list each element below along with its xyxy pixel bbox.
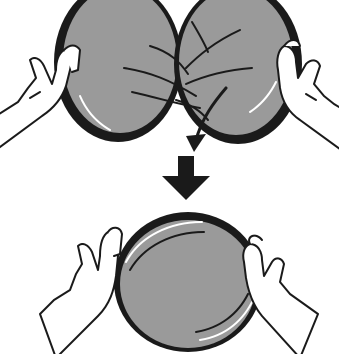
folded-reflector-disc [114,212,262,352]
right-hand [243,236,318,354]
right-hand [277,40,339,152]
step-twist-and-fold [0,0,339,152]
step-folded-result [40,212,318,354]
left-hand [40,228,122,354]
down-arrow-icon [162,156,210,200]
